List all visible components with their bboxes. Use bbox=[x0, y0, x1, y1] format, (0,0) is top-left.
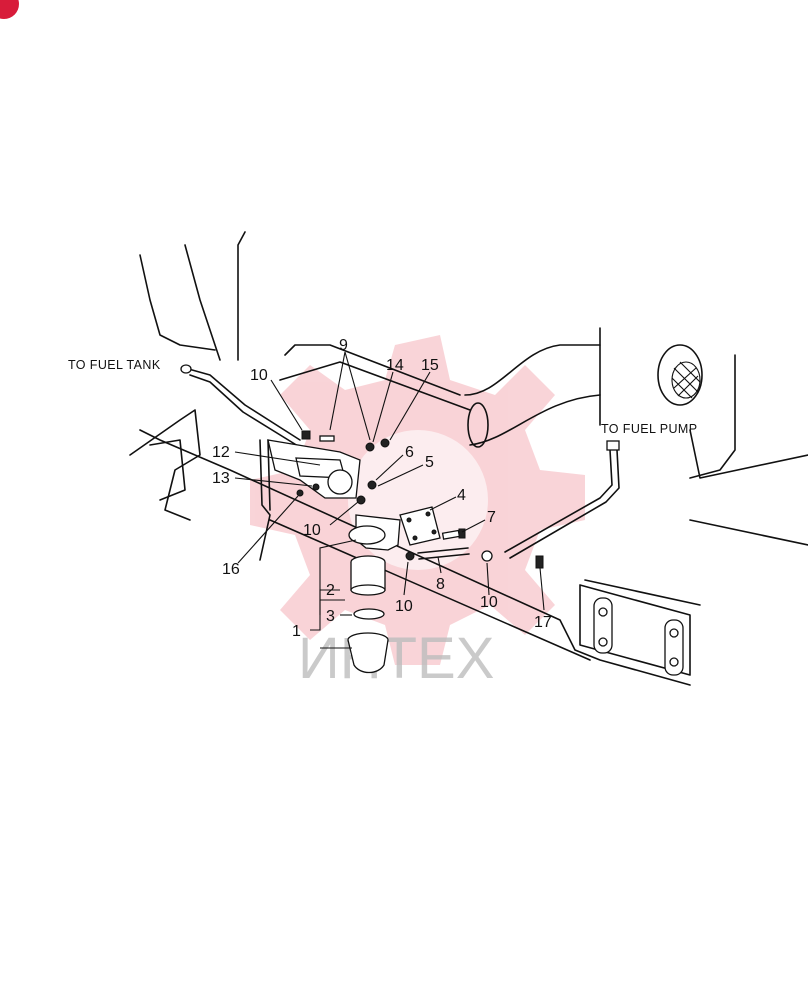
part-label-7: 7 bbox=[487, 509, 496, 526]
part-label-3: 3 bbox=[326, 608, 335, 625]
part-label-13: 13 bbox=[212, 470, 230, 487]
part-label-17: 17 bbox=[534, 614, 552, 631]
part-label-10-bottom-right: 10 bbox=[480, 594, 498, 611]
lower-right-mount bbox=[579, 579, 701, 676]
fittings bbox=[405, 550, 544, 569]
part-label-15: 15 bbox=[421, 357, 439, 374]
filter-bowl-stack bbox=[347, 514, 401, 674]
engine-block-outline bbox=[139, 231, 808, 686]
leader-lines bbox=[234, 351, 545, 649]
part-label-10-bottom-left: 10 bbox=[395, 598, 413, 615]
part-label-6: 6 bbox=[405, 444, 414, 461]
part-label-16: 16 bbox=[222, 561, 240, 578]
bolt-7 bbox=[441, 528, 466, 540]
part-label-5: 5 bbox=[425, 454, 434, 471]
filter-head-assembly bbox=[267, 430, 390, 505]
part-label-12: 12 bbox=[212, 444, 230, 461]
part-label-14: 14 bbox=[386, 357, 404, 374]
part-label-2: 2 bbox=[326, 582, 335, 599]
round-grille bbox=[657, 344, 703, 406]
callout-to-fuel-pump: TO FUEL PUMP bbox=[601, 422, 697, 436]
fuel-pump-line bbox=[504, 440, 620, 559]
callout-to-fuel-tank: TO FUEL TANK bbox=[68, 358, 161, 372]
left-mount-bracket bbox=[129, 409, 271, 561]
part-label-8: 8 bbox=[436, 576, 445, 593]
fuel-tank-line bbox=[180, 364, 301, 447]
part-label-4: 4 bbox=[457, 487, 466, 504]
hose-8 bbox=[417, 547, 470, 560]
part-label-1: 1 bbox=[292, 623, 301, 640]
part-label-10-mid: 10 bbox=[303, 522, 321, 539]
watermark-text: ИНТЕХ bbox=[298, 626, 494, 691]
part-label-9: 9 bbox=[339, 337, 348, 354]
bracket-plate bbox=[399, 506, 441, 546]
part-label-10-top: 10 bbox=[250, 367, 268, 384]
corner-badge[interactable] bbox=[0, 0, 19, 19]
